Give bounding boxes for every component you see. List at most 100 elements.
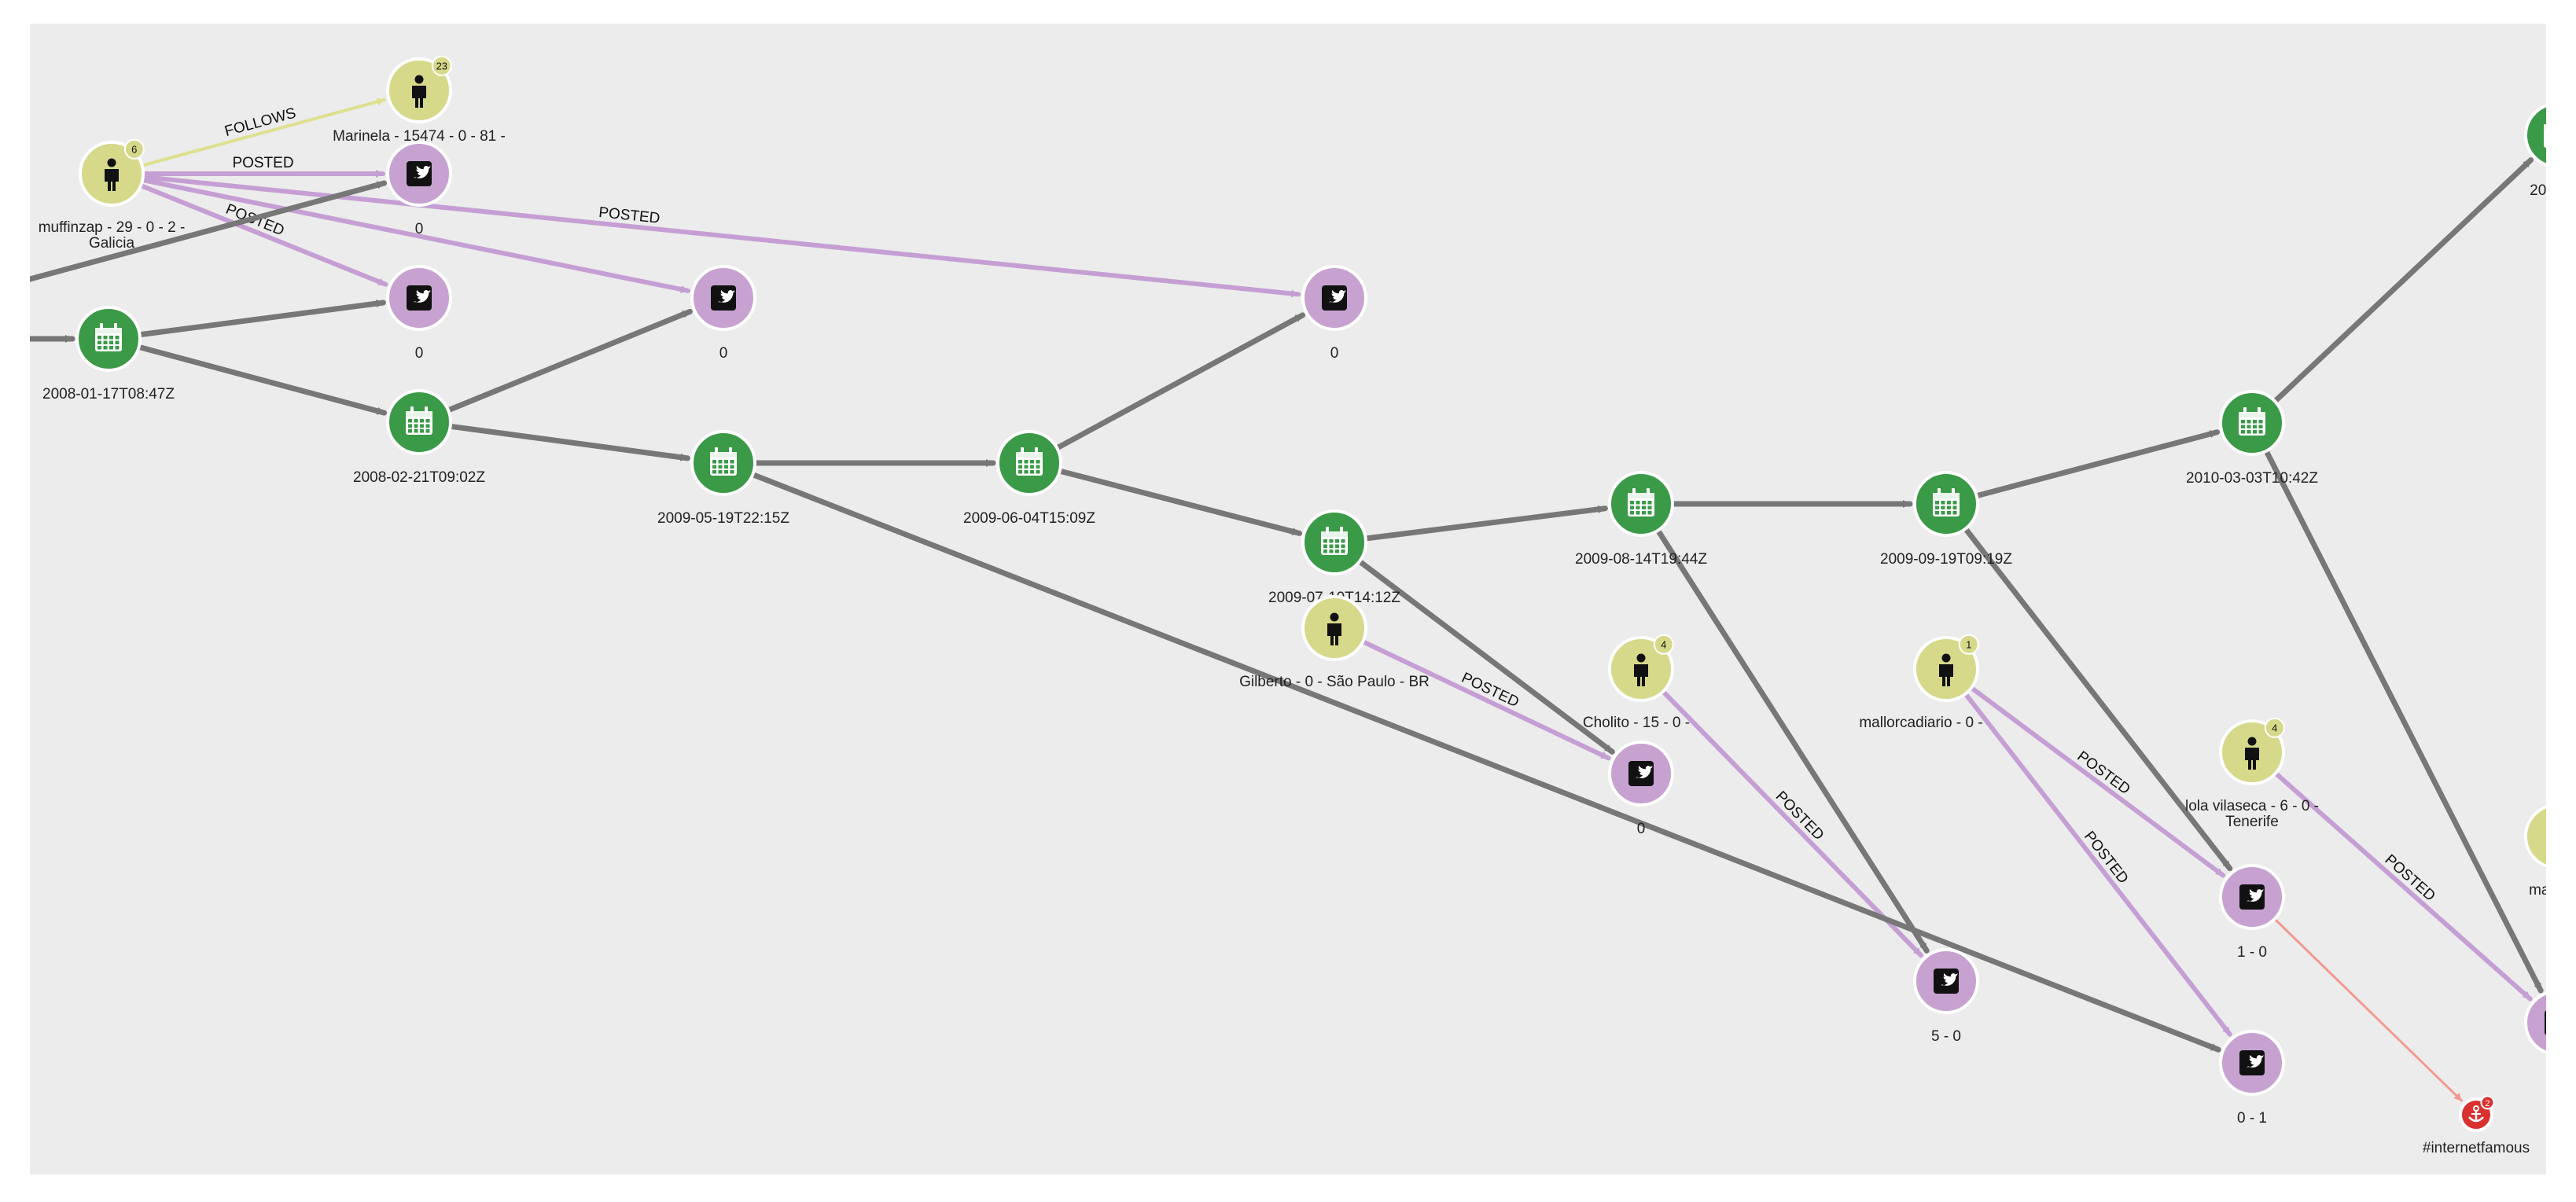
date-label: 2009-08-14T19:44Z [1575,551,1707,568]
tweet-node[interactable]: 0 [1301,265,1367,362]
twitter-icon [1934,969,1959,994]
tweet-label: 5 - 0 [1931,1028,1961,1045]
person-node[interactable]: manusin [2524,805,2546,899]
tweet-label: 0 [415,345,424,362]
twitter-icon [407,161,432,186]
tweet-node[interactable]: 1 - 0 [2219,864,2285,961]
edge-next[interactable] [1356,558,1615,755]
count-badge [2264,717,2285,738]
count-badge-text: 2 [2485,1099,2490,1108]
person-node[interactable]: 1 mallorcadiario - 0 - [1859,634,1983,731]
edge-next[interactable] [1057,468,1302,536]
date-label: 2010-03 [2530,182,2546,199]
count-badge-text: 1 [1966,638,1971,650]
tweet-label: 0 [1330,345,1339,362]
tweet-node[interactable]: 0 [386,265,452,362]
date-node[interactable]: 2009-06-04T15:09Z [963,430,1095,527]
calendar-icon [1933,488,1960,516]
graph-svg[interactable]: FOLLOWSPOSTEDPOSTEDPOSTEDPOSTEDPOSTEDPOS… [30,24,2546,1174]
person-label: Cholito - 15 - 0 - [1583,715,1690,731]
count-badge [123,138,145,160]
person-label: mallorcadiario - 0 - [1859,715,1982,731]
edge-next[interactable] [1054,312,1306,451]
person-icon [412,75,426,108]
tweet-node[interactable]: 0 [690,265,756,362]
edge-next[interactable] [1655,527,1930,954]
calendar-icon [1628,488,1654,516]
date-node-circle[interactable] [2524,104,2546,167]
edge-next[interactable] [136,344,388,416]
date-node[interactable]: 2009-08-14T19:44Z [1575,471,1707,568]
twitter-icon [1322,285,1347,311]
edge-posted[interactable] [138,182,388,287]
date-label: 2008-01-17T08:47Z [42,386,175,403]
anchor-icon [2468,1105,2484,1123]
edge-next[interactable] [1363,505,1608,542]
tweet-label: 0 [719,345,728,362]
person-node[interactable]: Gilberto - 0 - São Paulo - BR [1239,595,1430,690]
person-label: lola vilaseca - 6 - 0 -Tenerife [2185,798,2319,830]
edge-next[interactable] [30,180,388,282]
person-icon [1634,653,1648,686]
tweet-node[interactable]: 0 [386,141,452,237]
date-node[interactable]: 2010-03 [2524,104,2546,199]
tweet-label: 0 [415,221,424,237]
tweet-node[interactable]: 5 - 0 [1913,948,1979,1045]
tweet-node-circle[interactable] [2524,991,2546,1054]
tweet-label: 1 - 0 [2237,944,2267,961]
twitter-icon [1628,761,1654,786]
date-node[interactable]: 2009-05-19T22:15Z [657,430,789,527]
edge-follows[interactable] [140,97,386,167]
person-node-circle[interactable] [2524,805,2546,868]
edge-next[interactable] [447,423,690,461]
hashtag-label: #internetfamous [2423,1140,2530,1156]
person-icon [2245,737,2259,770]
date-label: 2009-09-19T09:19Z [1880,551,2012,568]
edge-next[interactable] [445,308,693,414]
edge-next[interactable] [749,472,2221,1053]
edge-next[interactable] [2263,448,2544,994]
tweet-node[interactable] [2524,991,2546,1054]
date-node[interactable]: 2010-03-03T10:42Z [2186,390,2318,487]
date-label: 2010-03-03T10:42Z [2186,470,2318,487]
count-badge [1958,634,1979,655]
tweet-node[interactable]: 0 - 1 [2219,1030,2285,1127]
tweet-node[interactable]: 0 [1608,741,1674,837]
edge-posted[interactable] [2272,770,2533,1002]
calendar-icon [1321,527,1348,555]
person-icon [1939,653,1953,686]
nodes-layer: 2008-01-17T08:47Z 2008-02-21T09:02Z 2009-0… [39,55,2546,1156]
edge-label: POSTED [1772,788,1827,844]
twitter-icon [2239,884,2265,910]
calendar-icon [710,447,737,476]
edge-next[interactable] [2272,157,2534,405]
date-node[interactable]: 2008-01-17T08:47Z [42,306,175,403]
edge-posted[interactable] [1969,685,2226,878]
date-label: 2009-05-19T22:15Z [657,510,789,527]
edge-next[interactable] [1974,429,2221,499]
twitter-icon [2239,1050,2265,1075]
calendar-icon [2239,407,2265,436]
edge-next[interactable] [137,300,386,338]
edge-label: POSTED [232,155,293,171]
count-badge [431,55,452,76]
date-node[interactable]: 2009-07-10T14:12Z [1268,509,1400,606]
edge-posted[interactable] [1360,639,1611,761]
edge-next[interactable] [1963,526,2233,872]
date-label: 2008-02-21T09:02Z [353,469,485,486]
edge-tag[interactable] [2273,917,2463,1102]
date-node[interactable]: 2009-09-19T09:19Z [1880,471,2012,568]
calendar-icon [95,323,122,351]
count-badge-text: 6 [131,143,137,155]
hashtag-node[interactable]: 2 #internetfamous [2423,1095,2530,1156]
edge-posted[interactable] [1660,689,1923,958]
edge-posted[interactable] [140,177,690,293]
edge-posted[interactable] [1963,691,2232,1037]
person-label: manusin [2529,882,2546,899]
date-node[interactable]: 2008-02-21T09:02Z [353,389,485,486]
